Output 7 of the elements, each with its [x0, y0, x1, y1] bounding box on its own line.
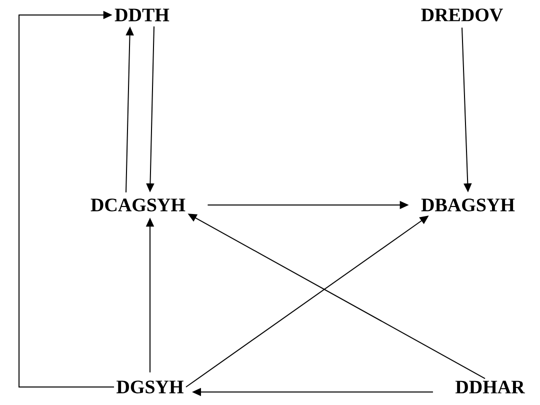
node-label: DCAGSYH	[90, 198, 186, 212]
node-label: DDTH	[114, 8, 170, 22]
node-label: DDHAR	[456, 380, 525, 394]
node-label: DGSYH	[116, 380, 184, 394]
node-label: DBAGSYH	[421, 198, 515, 212]
arrow	[18, 10, 115, 388]
node-label: DREDOV	[421, 8, 503, 22]
